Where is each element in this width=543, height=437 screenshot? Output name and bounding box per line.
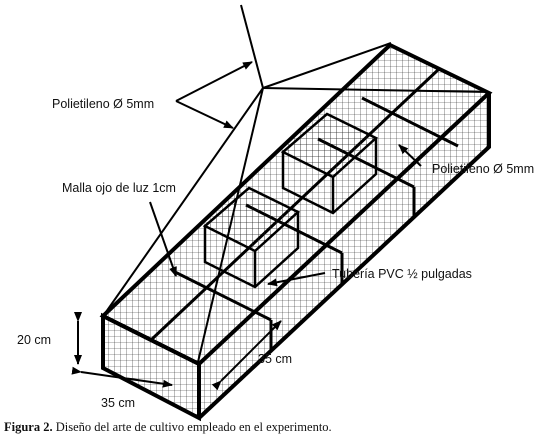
pipe-arrow [267,272,326,287]
depth-dimension [211,320,282,391]
cross-rail-4 [361,96,459,148]
pipe-label: Tubería PVC ½ pulgadas [332,267,472,281]
caption-prefix: Figura 2. [4,420,53,434]
depth-label: 35 cm [258,352,292,366]
polyethylene-left-label: Polietileno Ø 5mm [52,97,154,111]
polyethylene-right-label: Polietileno Ø 5mm [432,162,534,176]
suspension-lines [105,4,490,363]
caption-text: Diseño del arte de cultivo empleado en e… [53,420,332,434]
mesh-arrow [149,201,177,277]
callout-arrows [149,61,422,287]
figure-caption: Figura 2. Diseño del arte de cultivo emp… [4,420,332,434]
poly-arrow-down [175,100,234,129]
poly-right-arrow [398,144,422,167]
width-dimension [71,366,173,388]
poly-arrow-up [175,61,253,102]
side-bottom-frame [197,93,491,420]
mesh-label: Malla ojo de luz 1cm [62,181,176,195]
cross-rail-1 [174,270,272,322]
height-label: 20 cm [17,333,51,347]
dimension-arrows [71,312,282,391]
width-label: 35 cm [101,396,135,410]
